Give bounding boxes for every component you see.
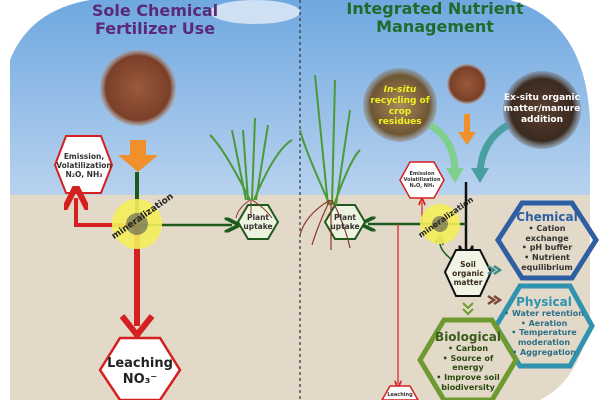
biological-box: Biological • Carbon • Source of energy •… <box>428 324 508 398</box>
chevron-physical-icon <box>487 294 503 306</box>
title-sole-chemical: Sole Chemical Fertilizer Use <box>91 1 219 39</box>
biological-title: Biological <box>435 329 501 344</box>
physical-hexagon <box>493 283 595 369</box>
emission-hexagon-right <box>399 161 445 199</box>
chemical-hexagon <box>495 200 599 281</box>
orange-arrow-icon <box>118 140 158 172</box>
som-line: matter <box>453 277 483 287</box>
physical-item: • Aeration <box>520 318 568 328</box>
leaching-line: NO₃⁻ <box>122 372 158 387</box>
in-situ-label: In-situ recycling of crop residues <box>368 85 432 128</box>
plant-uptake-label: Plant uptake <box>238 207 278 237</box>
ex-situ-label: Ex-situ organic matter/manure addition <box>503 93 581 125</box>
physical-title: Physical <box>516 294 572 309</box>
chevron-biological-icon <box>462 302 474 316</box>
biological-item: energy <box>452 363 484 373</box>
emission-label-right: Emission Volatilization N₂O, NH₃ <box>402 167 442 193</box>
som-line: Soil <box>460 259 476 269</box>
emission-line: Emission, <box>63 151 105 161</box>
microbe-icon-right <box>432 216 448 232</box>
chemical-title: Chemical <box>516 209 578 224</box>
physical-item: moderation <box>517 337 571 347</box>
fertilizer-granules-image <box>100 50 176 126</box>
chemical-box: Chemical • Cation exchange • pH buffer •… <box>506 207 588 275</box>
chemical-item: • pH buffer <box>521 243 573 253</box>
plant-uptake-line: uptake <box>243 222 273 231</box>
som-line: organic <box>452 268 484 278</box>
leaching-arrowhead-icon <box>119 314 155 340</box>
plant-uptake-line: uptake <box>330 222 360 231</box>
physical-box: Physical • Water retention • Aeration • … <box>502 290 586 362</box>
ex-situ-line: matter/manure <box>503 103 581 114</box>
chevron-chemical-icon <box>487 264 503 276</box>
emission-line: Volatilization <box>403 177 441 183</box>
leaching-label-right: Leaching <box>387 392 413 398</box>
biological-item: biodiversity <box>441 382 495 392</box>
wheat-plant-right-icon <box>299 74 361 206</box>
emission-line: Volatilization <box>56 160 112 170</box>
emission-line: N₂O, NH₃ <box>409 183 435 189</box>
organic-manure-image <box>503 71 581 149</box>
chemical-item: • Nutrient <box>524 252 570 262</box>
biological-item: • Improve soil <box>436 372 500 382</box>
ex-situ-line: Ex-situ organic <box>504 93 580 103</box>
biological-item: • Source of <box>442 353 494 363</box>
in-situ-line: recycling of <box>370 95 430 106</box>
chemical-item: equilibrium <box>521 262 573 272</box>
biological-item: • Carbon <box>447 344 489 354</box>
emission-line: Emission <box>409 171 435 177</box>
emission-line: N₂O, NH₃ <box>65 169 103 179</box>
leaching-label: Leaching NO₃⁻ <box>104 348 176 396</box>
roots-right-icon <box>299 199 351 250</box>
orange-arrow-small-icon <box>458 114 476 145</box>
in-situ-line: In-situ <box>383 85 417 95</box>
in-situ-arrowhead-icon <box>446 168 464 183</box>
soil-organic-matter-label: Soil organic matter <box>448 254 488 292</box>
leaching-hexagon-right <box>381 385 419 400</box>
physical-item: • Aggregation <box>512 347 576 357</box>
emission-label: Emission, Volatilization N₂O, NH₃ <box>56 145 112 185</box>
wheat-plant-icon <box>209 117 293 201</box>
ex-situ-line: addition <box>520 114 564 125</box>
crop-residue-image <box>363 68 437 142</box>
plant-uptake-line: Plant <box>246 213 270 222</box>
title-integrated-nutrient: Integrated Nutrient Management <box>346 0 524 37</box>
biological-hexagon <box>417 317 519 400</box>
chemical-item: • Cation exchange <box>525 224 569 243</box>
leaching-line: Leaching <box>107 356 173 372</box>
fertilizer-granules-small-image <box>447 64 487 104</box>
ex-situ-arrow <box>476 121 510 173</box>
in-situ-arrow <box>428 121 459 173</box>
microbe-icon <box>126 213 148 235</box>
physical-item: • Temperature <box>511 328 577 338</box>
in-situ-line: crop residues <box>378 106 422 128</box>
plant-uptake-line: Plant <box>333 213 357 222</box>
physical-item: • Water retention <box>504 309 584 319</box>
cloud <box>210 0 300 24</box>
ex-situ-arrowhead-icon <box>471 168 489 183</box>
roots-icon <box>235 199 273 219</box>
plant-uptake-label-right: Plant uptake <box>325 207 365 237</box>
leaching-hexagon <box>98 336 182 400</box>
